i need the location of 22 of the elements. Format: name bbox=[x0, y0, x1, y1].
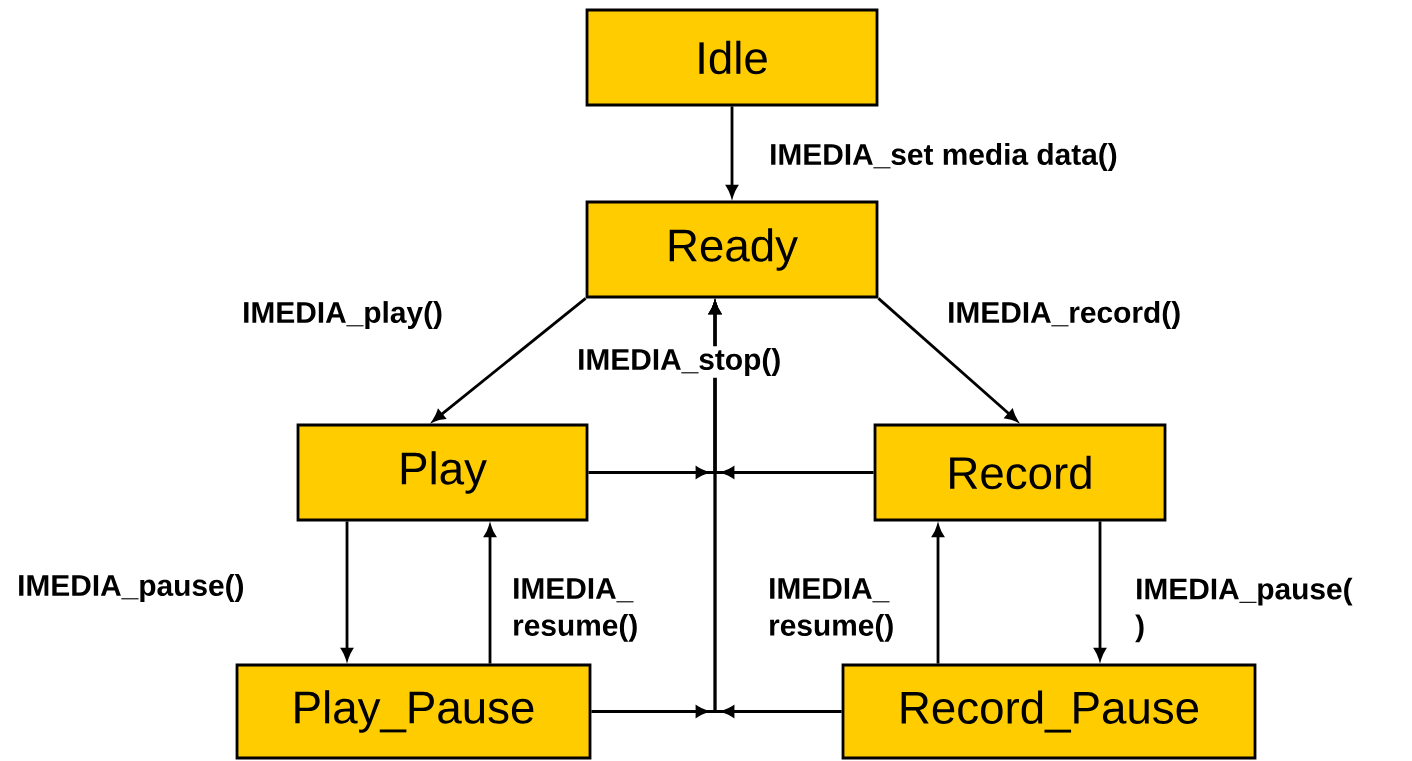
arrow bbox=[726, 106, 738, 198]
edge-label: IMEDIA_pause( ) bbox=[1135, 577, 1353, 643]
state-box: Record_Pause bbox=[841, 663, 1257, 760]
arrow bbox=[932, 524, 944, 664]
edge-label: IMEDIA_ resume() bbox=[514, 578, 637, 642]
arrow bbox=[877, 297, 1018, 422]
arrow bbox=[432, 297, 587, 422]
edge-label: IMEDIA_play() bbox=[244, 301, 442, 329]
state-box: Play_Pause bbox=[235, 663, 592, 760]
edge-label: IMEDIA_ resume() bbox=[770, 578, 893, 642]
arrow bbox=[341, 521, 353, 661]
arrow bbox=[484, 524, 496, 664]
edge-label: IMEDIA_pause() bbox=[19, 574, 244, 602]
edge-label: IMEDIA_set media data() bbox=[771, 143, 1117, 171]
arrow bbox=[709, 301, 842, 718]
state-box: Play bbox=[296, 423, 589, 522]
edge-label: IMEDIA_stop() bbox=[575, 346, 783, 378]
state-box: Ready bbox=[585, 200, 879, 299]
state-box: Record bbox=[873, 423, 1167, 522]
arrow bbox=[1094, 521, 1106, 661]
state-box: Idle bbox=[585, 8, 879, 107]
edge-label: IMEDIA_record() bbox=[949, 301, 1180, 329]
